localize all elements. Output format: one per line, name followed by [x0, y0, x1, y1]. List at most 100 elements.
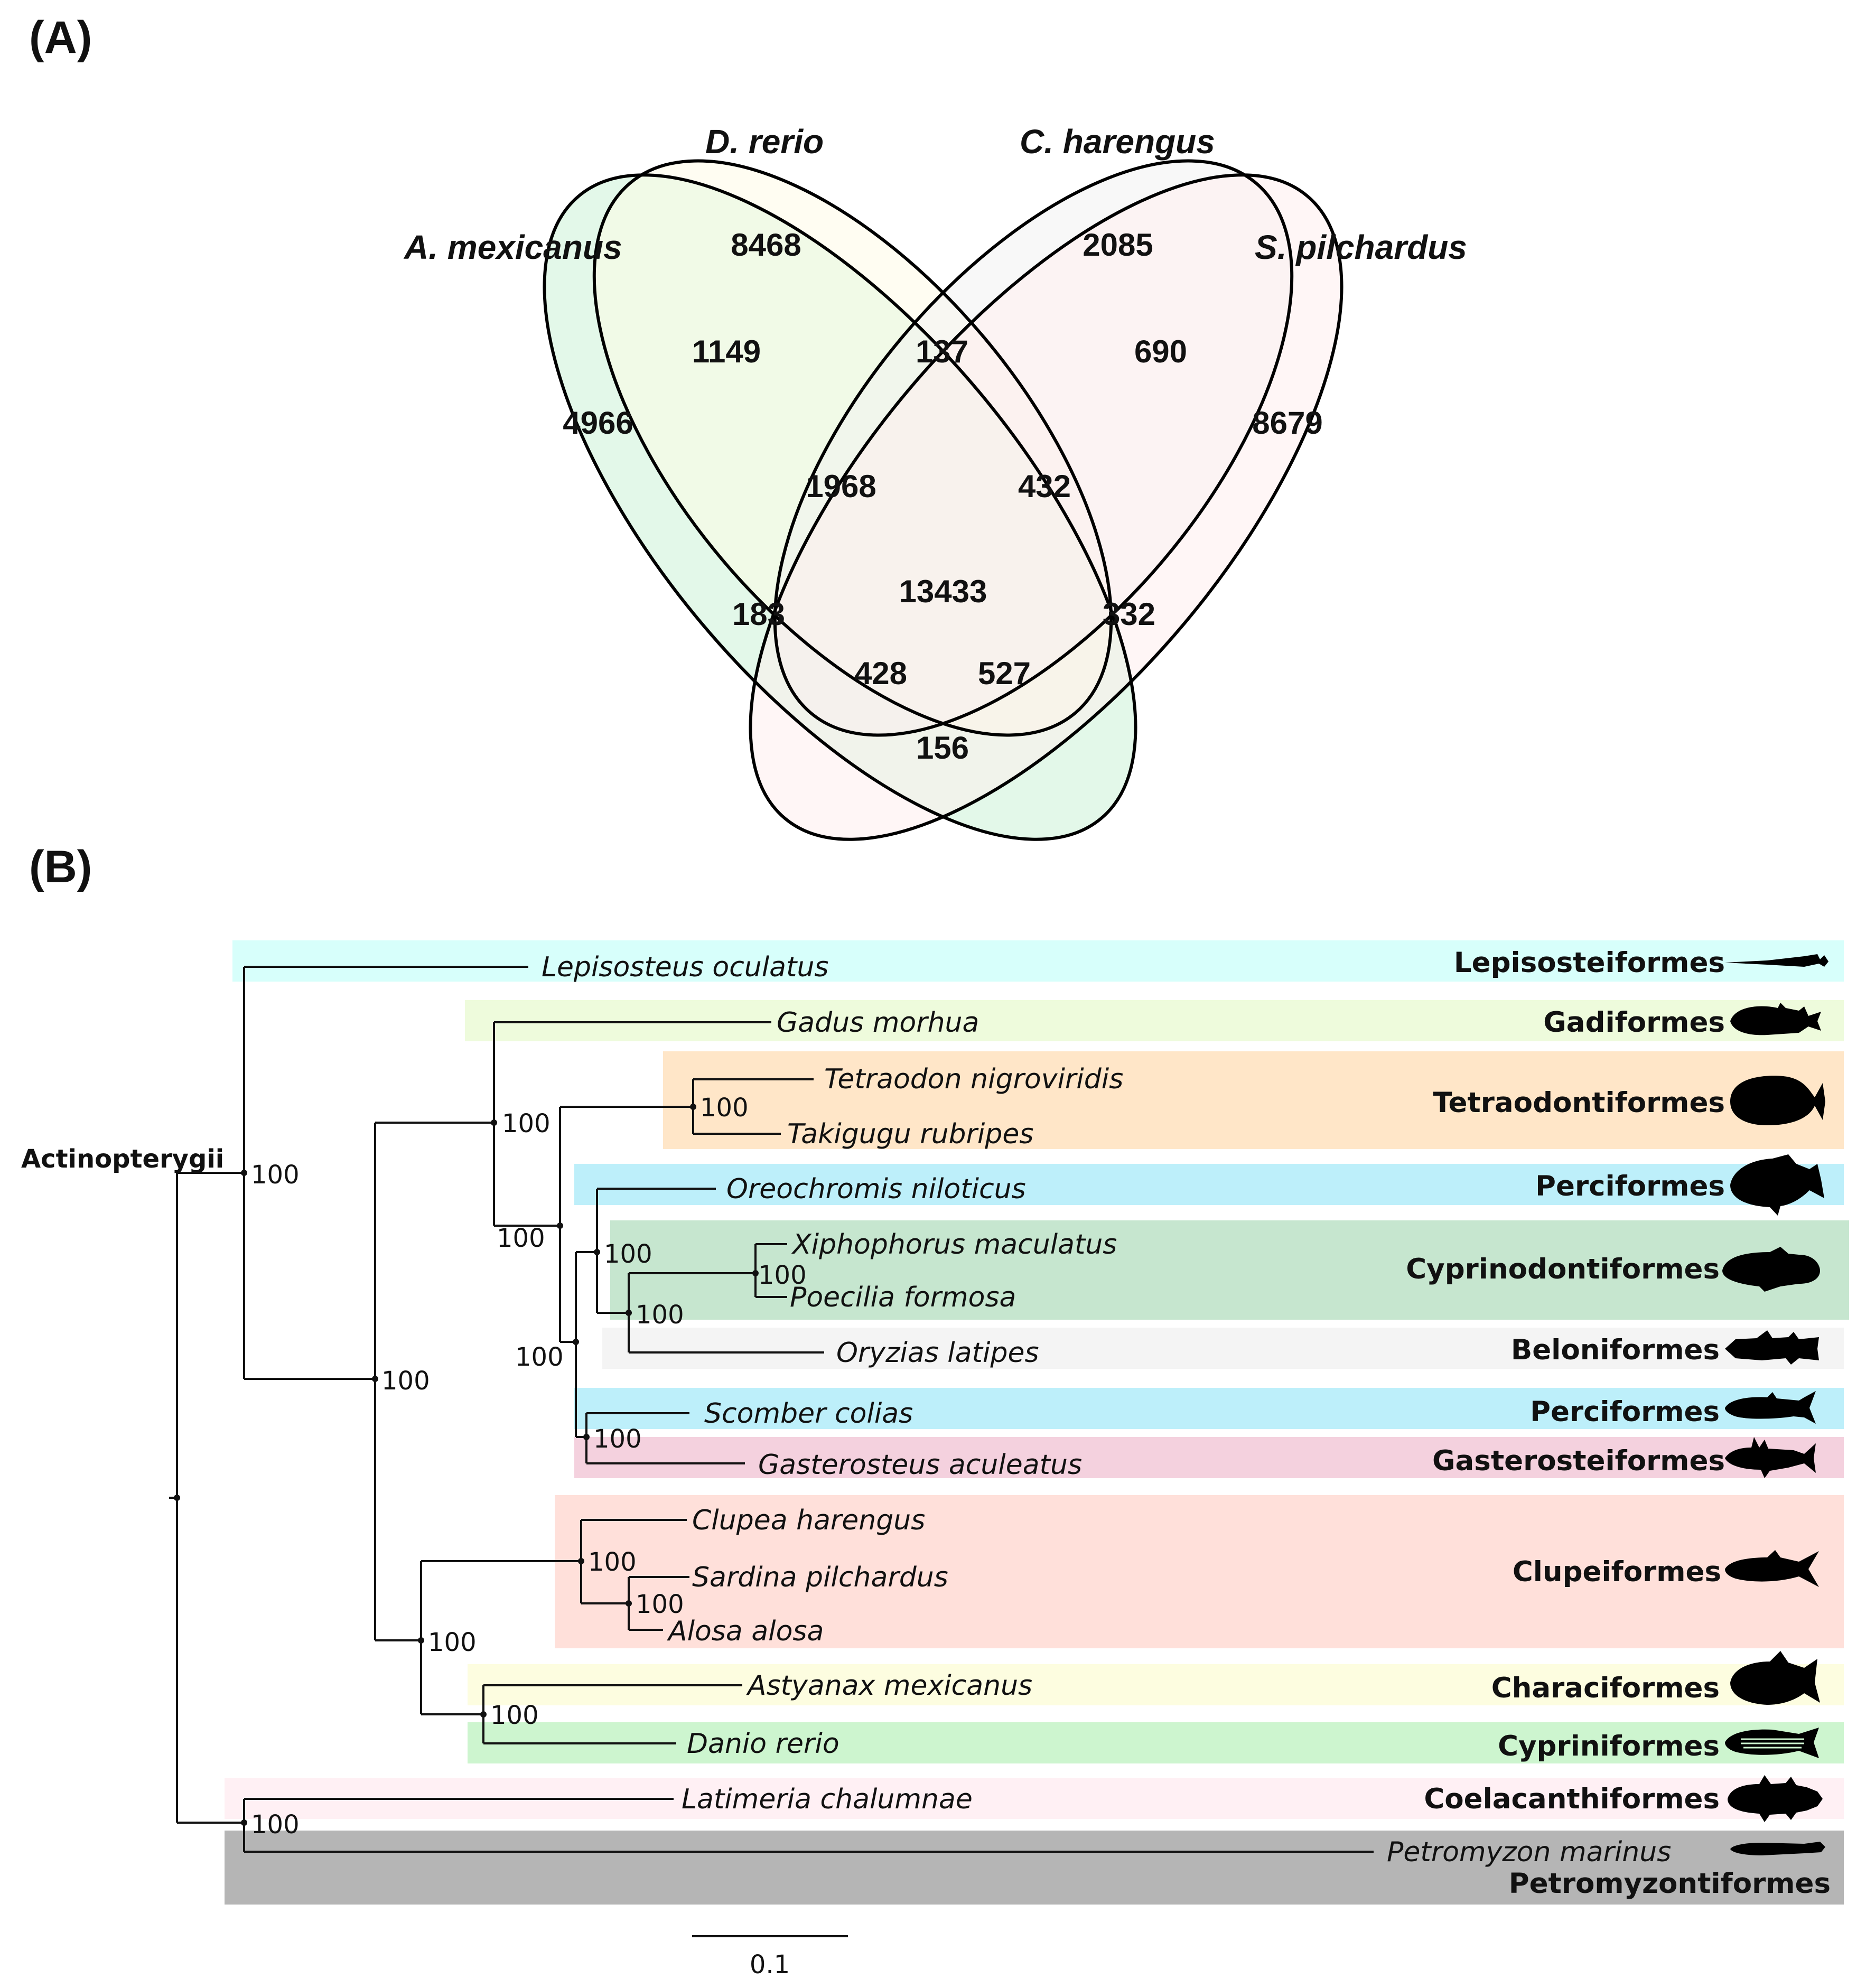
order-label: Petromyzontiformes — [1509, 1868, 1831, 1900]
tree-node — [174, 1495, 180, 1501]
tree-node — [491, 1119, 497, 1126]
venn-title-c-harengus: C. harengus — [1020, 123, 1215, 161]
species-labels: Lepisosteus oculatus Gadus morhua Tetrao… — [542, 951, 1671, 1868]
scale-bar-label: 0.1 — [750, 1950, 790, 1980]
tree-node — [578, 1558, 584, 1564]
venn-count-a-d-c: 1968 — [806, 469, 876, 504]
support-value: 100 — [251, 1810, 300, 1840]
venn-set-fills — [544, 161, 1342, 839]
venn-title-a-mexicanus: A. mexicanus — [403, 228, 622, 266]
clade-band-gasterosteiformes — [574, 1437, 1844, 1478]
clade-band-gadiformes — [465, 1000, 1844, 1041]
root-label-actinopterygii: Actinopterygii — [21, 1144, 224, 1174]
fish-icons — [1722, 954, 1828, 1855]
species-label: Lepisosteus oculatus — [542, 951, 829, 983]
venn-count-a-c: 183 — [732, 596, 785, 632]
species-label: Clupea harengus — [692, 1505, 925, 1536]
tree-node — [626, 1600, 632, 1607]
order-label: Tetraodontiformes — [1433, 1087, 1725, 1119]
support-value: 100 — [497, 1224, 545, 1253]
species-label: Tetraodon nigroviridis — [824, 1063, 1123, 1095]
support-values: 100 100 100 100 100 100 100 100 100 100 … — [251, 1093, 807, 1840]
tree-node — [690, 1104, 696, 1110]
species-label: Sardina pilchardus — [692, 1562, 948, 1593]
support-value: 100 — [251, 1160, 300, 1190]
cichlid-silhouette-icon — [1730, 1154, 1824, 1216]
species-label: Alosa alosa — [667, 1616, 824, 1647]
support-value: 100 — [428, 1628, 477, 1657]
support-value: 100 — [604, 1239, 652, 1269]
venn-count-s-only: 8679 — [1252, 405, 1322, 441]
venn-set-outline-c-harengus — [773, 159, 1294, 737]
tree-node — [626, 1310, 632, 1316]
venn-set-outline-s-pilchardus — [749, 173, 1343, 841]
species-label: Latimeria chalumnae — [682, 1784, 973, 1815]
order-label: Perciformes — [1530, 1396, 1720, 1428]
species-label: Petromyzon marinus — [1387, 1836, 1671, 1868]
support-value: 100 — [593, 1424, 642, 1454]
venn-count-d-c-s: 432 — [1018, 469, 1071, 504]
tree-node — [594, 1249, 600, 1255]
support-value: 100 — [758, 1261, 807, 1290]
clade-bands — [225, 940, 1849, 1905]
order-label: Cyprinodontiformes — [1406, 1253, 1720, 1285]
order-label: Coelacanthiformes — [1424, 1783, 1720, 1815]
scale-bar: 0.1 — [692, 1935, 848, 1980]
order-label: Gadiformes — [1543, 1006, 1725, 1039]
zebrafish-silhouette-icon — [1725, 1728, 1819, 1758]
support-value: 100 — [490, 1701, 539, 1730]
tree-node — [241, 1819, 247, 1826]
order-label: Gasterosteiformes — [1432, 1445, 1725, 1477]
cod-silhouette-icon — [1730, 1003, 1821, 1035]
species-label: Xiphophorus maculatus — [791, 1229, 1117, 1261]
venn-title-d-rerio: D. rerio — [705, 123, 824, 161]
pufferfish-silhouette-icon — [1730, 1076, 1825, 1125]
cavefish-silhouette-icon — [1730, 1651, 1820, 1705]
tree-node — [372, 1376, 378, 1382]
clade-band-cyprinodontiformes — [610, 1220, 1849, 1320]
mackerel-silhouette-icon — [1725, 1391, 1816, 1424]
venn-title-s-pilchardus: S. pilchardus — [1255, 228, 1467, 266]
tree-node — [583, 1434, 590, 1440]
species-label: Oreochromis niloticus — [726, 1173, 1026, 1205]
tree-node — [557, 1222, 563, 1229]
species-label: Danio rerio — [687, 1728, 839, 1760]
species-label: Takigugu rubripes — [787, 1118, 1033, 1150]
order-label: Cypriniformes — [1498, 1730, 1720, 1762]
clade-band-tetraodontiformes — [663, 1051, 1844, 1149]
clade-band-perciformes-2 — [574, 1388, 1844, 1429]
venn-count-all-four: 13433 — [899, 574, 987, 609]
phylogenetic-tree: Actinopterygii 100 100 100 100 100 100 1… — [21, 940, 1849, 1980]
species-label: Oryzias latipes — [836, 1337, 1039, 1369]
order-label: Characiformes — [1491, 1672, 1720, 1704]
species-label: Astyanax mexicanus — [746, 1670, 1032, 1702]
herring-silhouette-icon — [1725, 1550, 1819, 1587]
tree-nodes — [174, 1104, 759, 1826]
panel-a-label: (A) — [29, 12, 92, 63]
venn-set-outlines — [543, 159, 1343, 841]
venn-set-outline-a-mexicanus — [543, 173, 1137, 841]
species-label: Scomber colias — [704, 1398, 913, 1430]
clade-band-perciformes-1 — [574, 1164, 1844, 1205]
venn-count-d-c: 137 — [916, 334, 968, 369]
clade-band-beloniformes — [602, 1328, 1844, 1369]
coelacanth-silhouette-icon — [1728, 1775, 1823, 1822]
venn-count-d-only: 8468 — [731, 227, 801, 263]
species-label: Gasterosteus aculeatus — [758, 1449, 1082, 1481]
venn-count-d-s: 332 — [1103, 596, 1155, 632]
support-value: 100 — [588, 1547, 637, 1577]
venn-diagram: A. mexicanus D. rerio C. harengus S. pil… — [403, 123, 1467, 841]
venn-count-a-only: 4966 — [563, 405, 633, 441]
venn-count-a-c-s: 428 — [854, 656, 907, 691]
tree-node — [241, 1170, 247, 1176]
platyfish-silhouette-icon — [1722, 1247, 1820, 1292]
support-value: 100 — [502, 1109, 551, 1138]
support-value: 100 — [636, 1300, 684, 1330]
clade-band-lepisosteiformes — [232, 940, 1844, 982]
species-label: Gadus morhua — [777, 1007, 979, 1039]
order-labels: Lepisosteiformes Gadiformes Tetraodontif… — [1406, 947, 1831, 1900]
tree-node — [480, 1711, 487, 1718]
order-label: Lepisosteiformes — [1454, 947, 1725, 979]
venn-count-a-d: 1149 — [692, 334, 761, 369]
